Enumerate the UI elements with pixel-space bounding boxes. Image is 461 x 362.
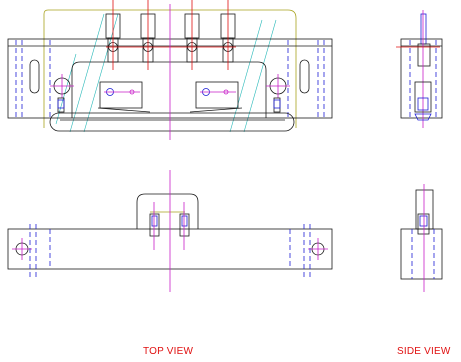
plan-boss — [136, 193, 199, 229]
top-view-label: TOP VIEW — [143, 346, 194, 357]
terminal-4 — [220, 0, 236, 70]
right-slot — [299, 59, 310, 94]
side-body — [400, 38, 443, 119]
base-hidden-lines — [15, 40, 325, 118]
terminals — [105, 0, 236, 140]
top-view-plan — [7, 170, 333, 292]
side-view-plan — [400, 184, 443, 292]
side-terminal — [420, 13, 427, 45]
plan-screws — [149, 202, 190, 250]
cover-hatching — [55, 13, 277, 133]
terminal-1 — [105, 0, 121, 70]
side-view-front — [396, 10, 443, 128]
switch-housing — [71, 61, 267, 118]
side-view-label: SIDE VIEW — [397, 346, 451, 357]
terminal-2 — [140, 0, 156, 70]
left-slot — [29, 59, 40, 94]
bottom-rail — [49, 112, 295, 132]
screws — [57, 97, 281, 113]
top-view-front-assembly — [7, 0, 333, 140]
enclosure-outline — [43, 9, 297, 128]
side-plan-body — [400, 228, 443, 280]
terminal-3 — [184, 0, 200, 70]
switch-bodies — [97, 81, 243, 113]
